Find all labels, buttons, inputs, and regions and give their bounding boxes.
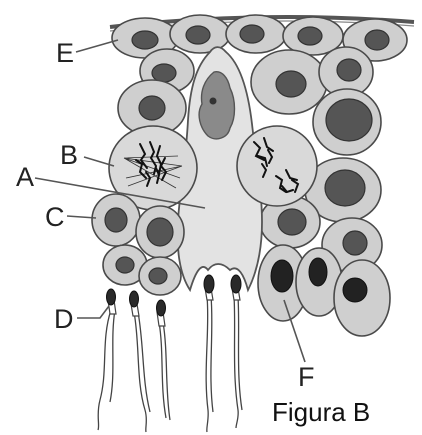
label-A: A [16, 162, 34, 192]
left-spermatocytes [118, 49, 194, 136]
label-B: B [60, 140, 78, 170]
label-D: D [54, 304, 74, 334]
spermatids-lower-left [92, 194, 184, 295]
label-E: E [56, 38, 74, 68]
dividing-cell-right [237, 126, 317, 206]
spermatozoa [98, 275, 242, 432]
figure-caption: Figura B [272, 397, 370, 427]
label-C: C [45, 202, 65, 232]
label-F: F [298, 362, 315, 392]
